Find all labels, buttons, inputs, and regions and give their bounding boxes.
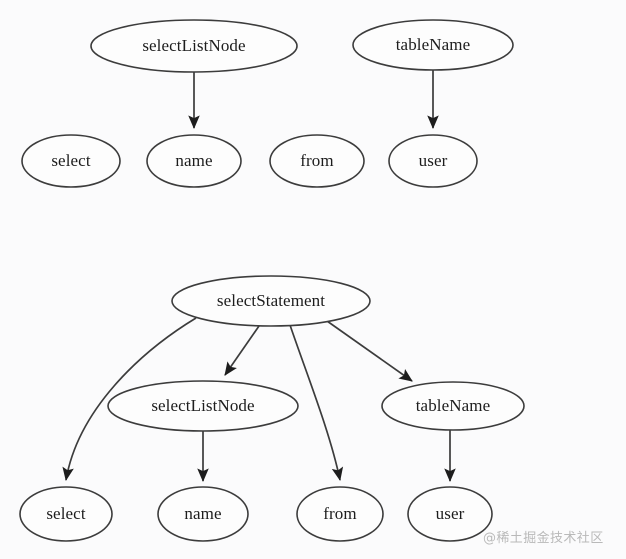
node-shape — [19, 486, 113, 542]
node-from-lower[interactable]: from — [296, 486, 384, 542]
node-label: select — [51, 151, 90, 170]
node-shape — [171, 275, 371, 327]
node-label: name — [175, 151, 212, 170]
node-user-upper[interactable]: user — [388, 134, 478, 188]
node-shape — [381, 381, 525, 431]
node-tableName-upper[interactable]: tableName — [352, 19, 514, 71]
node-label: tableName — [396, 35, 471, 54]
upper-edges — [188, 70, 439, 130]
watermark-text: @稀土掘金技术社区 — [483, 531, 604, 546]
node-selectStatement[interactable]: selectStatement — [171, 275, 371, 327]
node-label: selectListNode — [142, 36, 245, 55]
node-selectListNode-lower[interactable]: selectListNode — [107, 380, 299, 432]
node-label: user — [419, 151, 448, 170]
node-shape — [352, 19, 514, 71]
upper-partial-tree: selectListNode tableName select name fro… — [21, 19, 514, 188]
edge-selectStatement-to-select — [62, 317, 197, 482]
node-name-upper[interactable]: name — [146, 134, 242, 188]
node-label: from — [323, 504, 356, 523]
node-select-upper[interactable]: select — [21, 134, 121, 188]
node-shape — [407, 486, 493, 542]
node-label: tableName — [416, 396, 491, 415]
edge-selectStatement-to-selectListNode — [224, 325, 260, 376]
node-shape — [388, 134, 478, 188]
node-from-upper[interactable]: from — [269, 134, 365, 188]
node-user-lower[interactable]: user — [407, 486, 493, 542]
edge-selectStatement-to-tableName — [326, 320, 413, 382]
node-shape — [269, 134, 365, 188]
node-shape — [157, 486, 249, 542]
node-tableName-lower[interactable]: tableName — [381, 381, 525, 431]
node-shape — [146, 134, 242, 188]
node-select-lower[interactable]: select — [19, 486, 113, 542]
node-shape — [107, 380, 299, 432]
node-selectListNode-upper[interactable]: selectListNode — [90, 19, 298, 73]
node-label: select — [46, 504, 85, 523]
lower-full-tree: selectStatement selectListNode tableName… — [19, 275, 525, 542]
edge-selectStatement-to-from — [289, 324, 344, 481]
node-shape — [296, 486, 384, 542]
node-label: name — [184, 504, 221, 523]
node-label: selectListNode — [151, 396, 254, 415]
node-shape — [90, 19, 298, 73]
node-label: selectStatement — [217, 291, 325, 310]
lower-edges — [62, 317, 456, 483]
node-label: from — [300, 151, 333, 170]
node-name-lower[interactable]: name — [157, 486, 249, 542]
node-shape — [21, 134, 121, 188]
node-label: user — [436, 504, 465, 523]
